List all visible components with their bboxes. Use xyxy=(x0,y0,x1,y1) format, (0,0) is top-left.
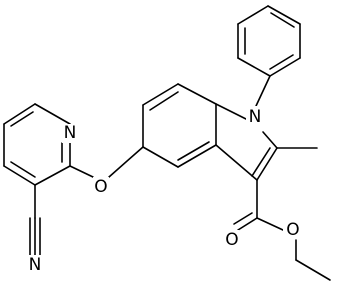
phenyl-bond xyxy=(269,57,301,77)
phenyl-double-bond xyxy=(269,54,294,70)
ester-single-bond xyxy=(256,217,284,231)
ether-bond xyxy=(69,165,94,178)
atom-labels: N O N N O O xyxy=(27,106,300,275)
ether-bond xyxy=(108,146,144,178)
phenyl-bond xyxy=(237,57,271,77)
pyridine-bond xyxy=(3,103,36,125)
carbonyl-double-bond xyxy=(237,217,258,231)
pyridine-double-bond xyxy=(10,161,36,178)
phenyl-double-bond xyxy=(270,12,295,28)
ether-linkage xyxy=(69,146,144,178)
pyrrole-bond xyxy=(215,103,247,120)
ether-oxygen-label: O xyxy=(94,177,107,197)
ethyl-bond xyxy=(295,259,331,281)
indole-double-bond xyxy=(177,141,210,161)
pyrrole-ring xyxy=(215,75,318,181)
pyridine-double-bond xyxy=(10,111,34,127)
ester-oxygen-label: O xyxy=(286,220,299,240)
phenyl-bond xyxy=(237,5,269,25)
pyridine-nitrogen-label: N xyxy=(64,123,77,143)
pyrrole-bond xyxy=(256,147,278,181)
carbonyl-oxygen-label: O xyxy=(225,230,238,250)
nitrile-group xyxy=(29,184,41,256)
indole-nitrogen-label: N xyxy=(249,107,262,127)
indole-benzene-ring xyxy=(142,83,217,168)
nitrile-nitrogen-label: N xyxy=(29,255,42,275)
n-phenyl-bond xyxy=(255,75,271,107)
pyridine-bond xyxy=(3,165,36,186)
pyrrole-bond xyxy=(215,144,258,181)
pyrrole-bond xyxy=(262,131,278,149)
pyridine-bond xyxy=(34,103,71,125)
indole-bond xyxy=(177,83,217,105)
carbonyl-double-bond xyxy=(233,212,253,225)
pyridine-ring xyxy=(3,103,71,186)
ethyl-ester-group xyxy=(233,179,331,281)
indole-bond xyxy=(177,144,217,168)
pyridine-bond xyxy=(34,165,71,186)
phenyl-ring xyxy=(237,5,301,77)
indole-bond xyxy=(142,146,179,168)
pyrrole-double-bond xyxy=(251,147,271,177)
phenyl-bond xyxy=(267,5,301,25)
indole-double-bond xyxy=(149,91,179,111)
indole-bond xyxy=(142,83,179,106)
